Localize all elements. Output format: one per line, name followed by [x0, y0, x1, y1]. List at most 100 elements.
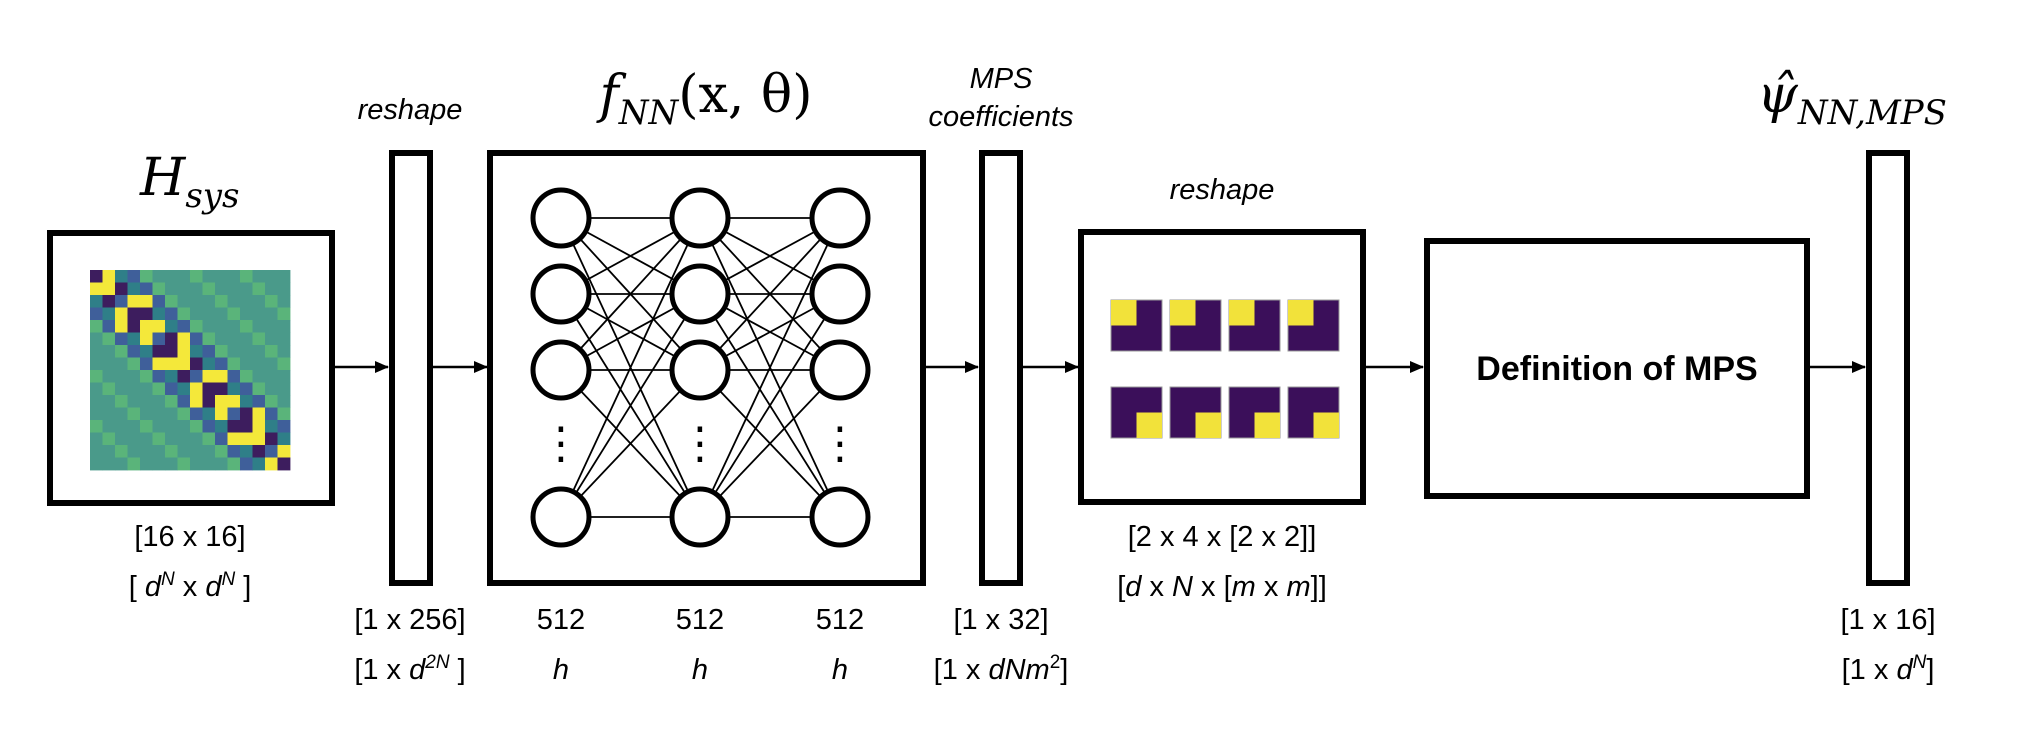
- reshape1-dim-numeric: [1 x 256]: [354, 604, 465, 636]
- heatmap-cell: [165, 320, 178, 333]
- network-nodes: ⋮⋮⋮: [530, 187, 871, 548]
- mps-matrix: [1110, 299, 1163, 352]
- input-box: [47, 230, 335, 506]
- heatmap-cell: [265, 345, 278, 358]
- heatmap-cell: [115, 370, 128, 383]
- heatmap-cell: [240, 282, 253, 296]
- network-node: [669, 486, 731, 548]
- heatmap-cell: [140, 407, 153, 421]
- layer2-size: 512: [676, 604, 724, 636]
- reshape1-dim-symbolic: [1 x d2N ]: [354, 652, 465, 686]
- heatmap-cell: [140, 370, 153, 383]
- heatmap-cell: [240, 407, 253, 421]
- heatmap-cell: [165, 295, 178, 308]
- heatmap-cell: [265, 457, 278, 471]
- heatmap-cell: [277, 345, 291, 358]
- heatmap-cell: [227, 357, 241, 371]
- layer3-symbol: h: [832, 654, 848, 686]
- heatmap-cell: [165, 270, 178, 283]
- reshape2-label: reshape: [1170, 174, 1275, 206]
- heatmap-cell: [127, 282, 141, 296]
- heatmap-cell: [277, 332, 291, 346]
- heatmap-cell: [127, 307, 141, 321]
- network-node: [530, 263, 592, 325]
- heatmap-cell: [190, 445, 203, 458]
- mps-matrix-yellow-cell: [1170, 300, 1196, 326]
- heatmap-cell: [265, 420, 278, 433]
- heatmap-cell: [202, 282, 216, 296]
- heatmap-cell: [152, 457, 166, 471]
- heatmap-cell: [240, 370, 253, 383]
- heatmap-cell: [102, 345, 116, 358]
- heatmap-cell: [102, 382, 116, 396]
- heatmap-cell: [115, 295, 128, 308]
- heatmap-cell: [252, 445, 266, 458]
- heatmap-cell: [152, 370, 166, 383]
- heatmap-cell: [90, 445, 103, 458]
- heatmap-cell: [127, 370, 141, 383]
- heatmap-cell: [165, 345, 178, 358]
- heatmap-cell: [202, 370, 216, 383]
- heatmap-cell: [165, 420, 178, 433]
- heatmap-cell: [115, 445, 128, 458]
- heatmap-cell: [127, 395, 141, 408]
- heatmap-cell: [277, 382, 291, 396]
- reshape2-dim-numeric: [2 x 4 x [2 x 2]]: [1128, 521, 1317, 553]
- heatmap-cell: [215, 370, 228, 383]
- heatmap-cell: [202, 357, 216, 371]
- heatmap-cell: [252, 432, 266, 446]
- heatmap-cell: [127, 320, 141, 333]
- heatmap-cell: [277, 357, 291, 371]
- heatmap-cell: [215, 382, 228, 396]
- network-node: [669, 339, 731, 401]
- mps-definition-label: Definition of MPS: [1476, 350, 1757, 388]
- heatmap-cell: [90, 332, 103, 346]
- heatmap-cell: [265, 270, 278, 283]
- coefficients-dim-numeric: [1 x 32]: [953, 604, 1048, 636]
- heatmap-cell: [140, 395, 153, 408]
- heatmap-cell: [190, 370, 203, 383]
- heatmap-cell: [190, 345, 203, 358]
- heatmap-cell: [127, 407, 141, 421]
- heatmap-cell: [127, 420, 141, 433]
- heatmap-cell: [240, 445, 253, 458]
- heatmap-cell: [165, 282, 178, 296]
- heatmap-cell: [277, 270, 291, 283]
- input-dim-numeric: [16 x 16]: [134, 521, 245, 553]
- heatmap-cell: [190, 432, 203, 446]
- heatmap-cell: [152, 332, 166, 346]
- heatmap-cell: [215, 320, 228, 333]
- mps-matrix-yellow-cell: [1254, 412, 1280, 438]
- heatmap-cell: [140, 307, 153, 321]
- heatmap-cell: [202, 332, 216, 346]
- heatmap-cell: [140, 332, 153, 346]
- mps-matrix: [1228, 386, 1281, 439]
- heatmap-cell: [140, 382, 153, 396]
- heatmap-cell: [165, 357, 178, 371]
- heatmap-cell: [202, 407, 216, 421]
- layer3-size: 512: [816, 604, 864, 636]
- heatmap-cell: [252, 457, 266, 471]
- heatmap-cell: [140, 357, 153, 371]
- heatmap-cell: [90, 357, 103, 371]
- network-node: [809, 263, 871, 325]
- heatmap-cell: [277, 407, 291, 421]
- heatmap-cell: [202, 270, 216, 283]
- heatmap-cell: [90, 282, 103, 296]
- heatmap-cell: [152, 270, 166, 283]
- heatmap-cell: [90, 420, 103, 433]
- output-dim-symbolic: [1 x dN]: [1842, 652, 1935, 686]
- heatmap-cell: [165, 370, 178, 383]
- heatmap-cell: [252, 357, 266, 371]
- heatmap-cell: [252, 282, 266, 296]
- heatmap-cell: [115, 432, 128, 446]
- mps-matrix-yellow-cell: [1313, 412, 1339, 438]
- coefficients-dim-symbolic: [1 x dNm2]: [934, 652, 1069, 686]
- heatmap-cell: [140, 320, 153, 333]
- heatmap-cell: [277, 320, 291, 333]
- heatmap-cell: [227, 345, 241, 358]
- heatmap-cell: [202, 395, 216, 408]
- output-vector: [1866, 150, 1910, 586]
- heatmap-cell: [190, 307, 203, 321]
